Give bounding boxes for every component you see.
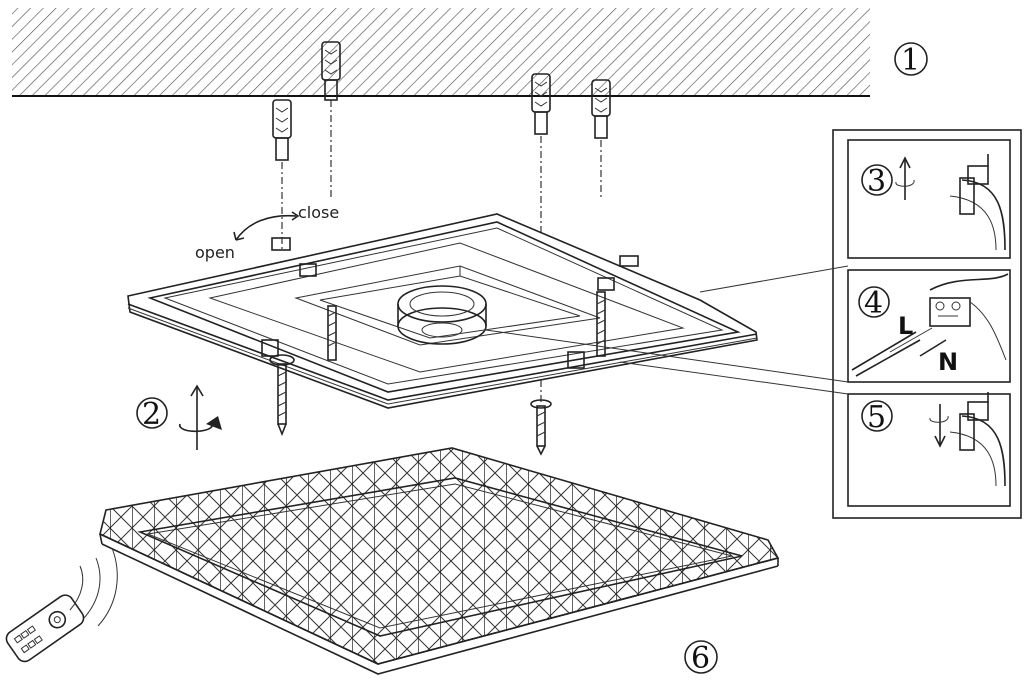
wall-plug [272,99,292,161]
leader-lines [485,265,849,395]
ceiling [12,8,870,97]
wall-plug [321,41,341,101]
screw [327,305,337,361]
step-2-number: 2 [142,397,161,432]
mounting-clip [261,237,639,369]
step-1-number: 1 [901,43,920,78]
screw [530,399,552,456]
step-2-circle [136,397,168,429]
wire-label-l: L [898,312,913,340]
step-5-circle [861,400,893,432]
remote-control [5,594,85,663]
signal-waves-icon [69,547,118,627]
open-label: open [195,243,235,262]
mounting-plate [127,213,758,409]
step-3-number: 3 [867,164,886,199]
step-4-circle [858,286,890,318]
clip-detail-3 [895,154,1006,251]
wire-label-n: N [938,348,958,376]
step-4-number: 4 [864,286,883,321]
alignment-lines [281,100,602,405]
wiring-detail-4 [851,273,1009,377]
rotate-arrow [233,211,300,241]
step-6-circle [684,640,718,674]
diffuser-cover [99,447,780,675]
step-3-circle [861,164,893,196]
screw [596,291,606,357]
detail-panel [832,129,1022,519]
clip-detail-5 [929,392,1006,487]
lift-rotate-arrows [179,384,222,450]
close-label: close [298,203,339,222]
wall-plug [591,79,611,139]
step-6-number: 6 [691,641,710,676]
screw [269,354,295,437]
step-5-number: 5 [867,400,886,435]
step-1-circle [894,42,928,76]
wall-plug [531,73,551,135]
terminal-box [397,285,487,345]
